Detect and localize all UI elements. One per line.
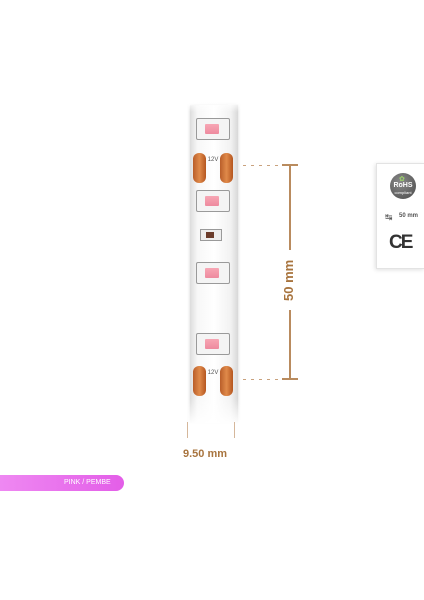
copper-pad xyxy=(220,153,233,183)
width-dimension xyxy=(187,420,235,440)
resistor xyxy=(200,229,222,241)
leaf-icon: ✿ xyxy=(399,176,405,183)
cut-mark-label: 12V xyxy=(207,370,219,376)
led-chip xyxy=(196,262,230,284)
dimension-tick-top xyxy=(282,164,298,166)
copper-pad xyxy=(193,366,206,396)
strip-top-fade xyxy=(188,100,242,112)
led-chip xyxy=(196,190,230,212)
pitch-label: 50 mm xyxy=(399,213,419,219)
width-tick-left xyxy=(187,422,188,438)
copper-pad xyxy=(193,153,206,183)
cut-point: 12V xyxy=(193,153,233,183)
rohs-badge: ✿ RoHS compliant xyxy=(390,173,416,199)
color-badge-label: PINK / PEMBE xyxy=(64,479,111,486)
led-chip xyxy=(196,333,230,355)
cut-point: 12V xyxy=(193,366,233,396)
rohs-title: RoHS xyxy=(393,182,413,189)
dimension-guide-bottom xyxy=(243,379,279,380)
copper-pad xyxy=(220,366,233,396)
ruler-icon: ↹ xyxy=(385,212,393,222)
led-chip xyxy=(196,118,230,140)
rohs-subtitle: compliant xyxy=(394,190,412,195)
led-pitch: ↹ 50 mm xyxy=(385,210,424,224)
width-label: 9.50 mm xyxy=(183,448,228,460)
certification-card: ✿ RoHS compliant ↹ 50 mm CE xyxy=(376,163,424,269)
length-label: 50 mm xyxy=(281,250,299,310)
ce-mark: CE xyxy=(389,232,413,253)
dimension-guide-top xyxy=(243,165,279,166)
strip-bottom-fade xyxy=(188,398,242,428)
cut-mark-label: 12V xyxy=(207,157,219,163)
color-badge: PINK / PEMBE xyxy=(0,475,124,491)
width-tick-right xyxy=(234,422,235,438)
